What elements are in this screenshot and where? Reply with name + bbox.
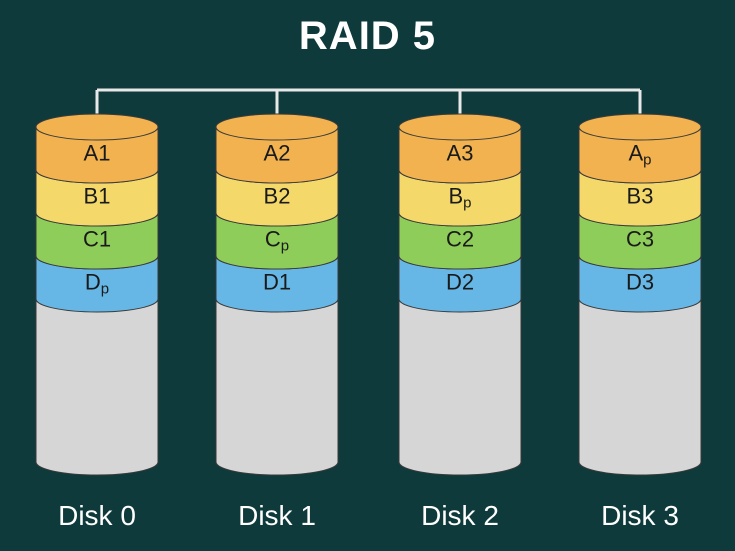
stripe-block-label: D2 bbox=[446, 270, 474, 295]
disk-label: Disk 0 bbox=[58, 500, 136, 531]
stripe-block-label: Bp bbox=[448, 184, 471, 212]
disk-empty-space bbox=[215, 298, 339, 476]
stripe-block-label: D1 bbox=[263, 270, 291, 295]
stripe-block-label: C1 bbox=[83, 227, 111, 252]
stripe-block-label: A3 bbox=[447, 141, 474, 166]
disk-empty-space bbox=[35, 298, 159, 476]
stripe-block-label: A2 bbox=[264, 141, 291, 166]
stripe-block: A1 bbox=[35, 113, 159, 184]
disk-label: Disk 2 bbox=[421, 500, 499, 531]
stripe-block-label: D3 bbox=[626, 270, 654, 295]
stripe-block-label: A1 bbox=[84, 141, 111, 166]
stripe-block-label: Dp bbox=[85, 270, 109, 298]
disk-label: Disk 1 bbox=[238, 500, 316, 531]
stripe-block-label: B3 bbox=[627, 184, 654, 209]
disk-label: Disk 3 bbox=[601, 500, 679, 531]
stripe-block-label: Cp bbox=[265, 227, 289, 255]
connector-bus bbox=[95, 88, 642, 125]
disk-empty-space bbox=[578, 298, 702, 476]
diagram-title: RAID 5 bbox=[298, 14, 437, 58]
stripe-block-label: Ap bbox=[628, 141, 651, 169]
stripe-block-label: C2 bbox=[446, 227, 474, 252]
stripe-block-label: B1 bbox=[84, 184, 111, 209]
stripe-block: Ap bbox=[578, 113, 702, 184]
stripe-block: A2 bbox=[215, 113, 339, 184]
stripe-block-label: B2 bbox=[264, 184, 291, 209]
stripe-block: A3 bbox=[398, 113, 522, 184]
stripe-block-label: C3 bbox=[626, 227, 654, 252]
disk-empty-space bbox=[398, 298, 522, 476]
